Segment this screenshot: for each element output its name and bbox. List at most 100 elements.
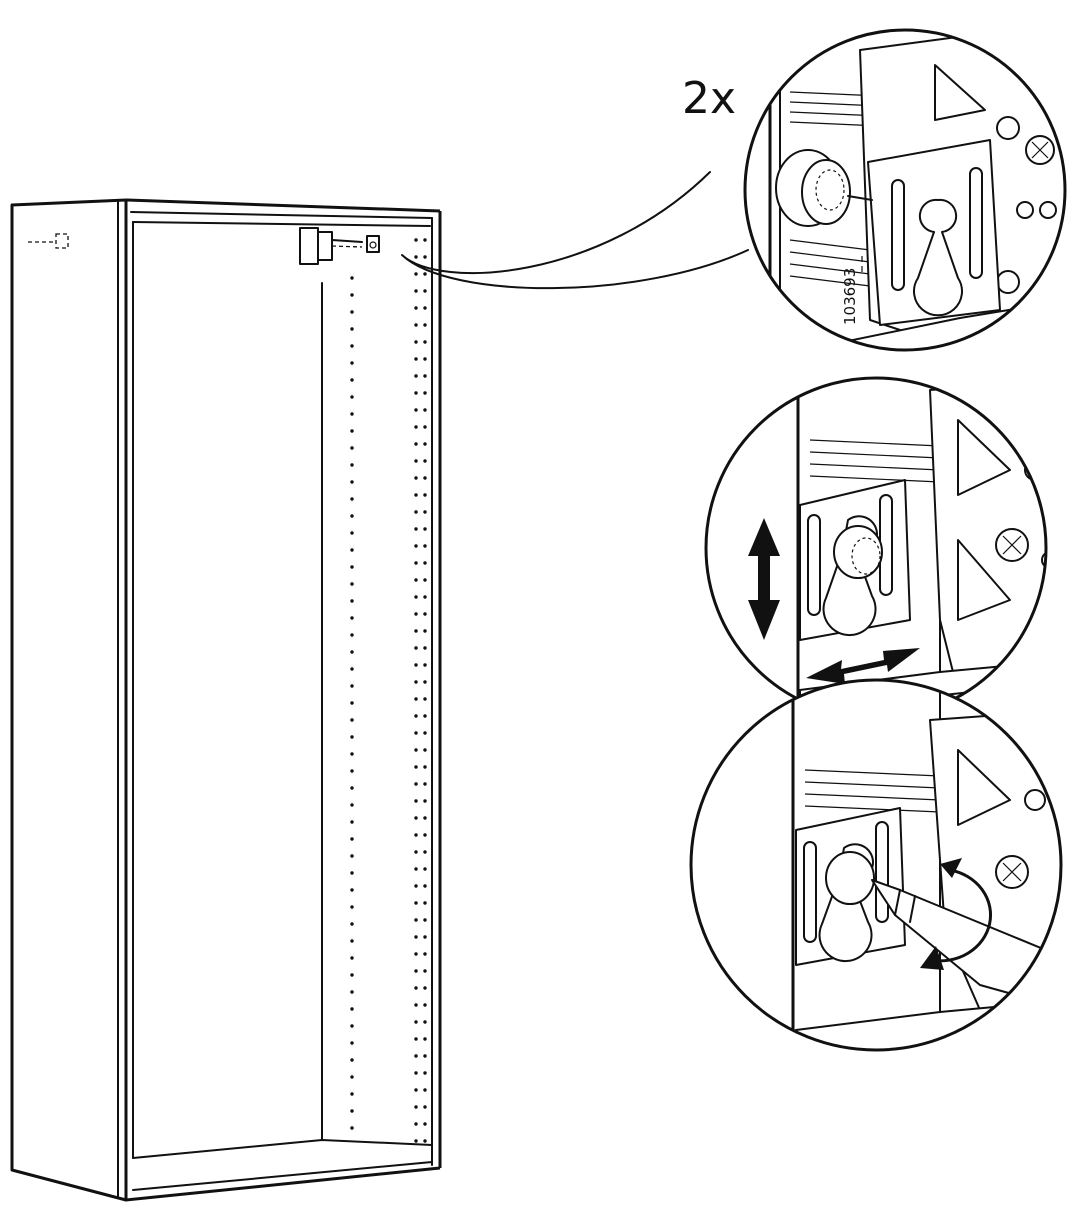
shelf-pin-hole: [350, 1041, 354, 1045]
shelf-pin-hole: [423, 561, 427, 565]
shelf-pin-hole: [350, 854, 354, 858]
shelf-pin-hole: [423, 663, 427, 667]
shelf-pin-hole: [350, 922, 354, 926]
shelf-pin-hole: [350, 497, 354, 501]
shelf-pin-hole: [423, 374, 427, 378]
shelf-pin-hole: [423, 629, 427, 633]
shelf-pin-hole: [423, 952, 427, 956]
shelf-pin-hole: [350, 905, 354, 909]
quantity-label: 2x: [682, 73, 736, 124]
shelf-pin-hole: [350, 310, 354, 314]
shelf-pin-hole: [423, 1020, 427, 1024]
shelf-pin-hole: [414, 1088, 418, 1092]
shelf-pin-hole: [350, 786, 354, 790]
shelf-pin-hole: [414, 1003, 418, 1007]
shelf-pin-hole: [414, 255, 418, 259]
shelf-pin-hole: [423, 748, 427, 752]
shelf-pin-hole: [414, 1122, 418, 1126]
shelf-pin-hole: [414, 1037, 418, 1041]
shelf-pin-hole: [350, 1075, 354, 1079]
shelf-pin-hole: [414, 680, 418, 684]
shelf-pin-hole: [350, 752, 354, 756]
shelf-pin-hole: [423, 544, 427, 548]
shelf-pin-hole: [423, 1088, 427, 1092]
shelf-pin-hole: [350, 1126, 354, 1130]
vertical-adjust-arrow-icon: [748, 518, 780, 640]
shelf-pin-hole: [414, 493, 418, 497]
shelf-pin-hole: [350, 293, 354, 297]
shelf-pin-hole: [423, 527, 427, 531]
shelf-pin-hole: [414, 697, 418, 701]
shelf-pin-hole: [414, 663, 418, 667]
shelf-pin-hole: [350, 412, 354, 416]
shelf-pin-hole: [423, 1139, 427, 1143]
shelf-pin-hole: [414, 1071, 418, 1075]
shelf-pin-hole: [414, 340, 418, 344]
detail-callout-pointer: [401, 171, 749, 290]
shelf-pin-hole: [350, 1058, 354, 1062]
shelf-pin-hole: [423, 1105, 427, 1109]
shelf-pin-hole: [414, 952, 418, 956]
shelf-pin-hole: [414, 833, 418, 837]
shelf-pin-hole: [414, 544, 418, 548]
shelf-pin-hole: [423, 357, 427, 361]
shelf-pin-hole: [414, 1020, 418, 1024]
shelf-pin-hole: [414, 850, 418, 854]
shelf-pin-hole: [414, 969, 418, 973]
shelf-pin-hole: [350, 582, 354, 586]
shelf-pin-hole: [414, 425, 418, 429]
shelf-pin-holes: [350, 238, 427, 1143]
shelf-pin-hole: [423, 442, 427, 446]
shelf-pin-hole: [423, 969, 427, 973]
shelf-pin-hole: [350, 276, 354, 280]
shelf-pin-hole: [350, 616, 354, 620]
shelf-pin-hole: [423, 595, 427, 599]
shelf-pin-hole: [423, 289, 427, 293]
shelf-pin-hole: [414, 1105, 418, 1109]
shelf-pin-hole: [350, 548, 354, 552]
shelf-pin-hole: [414, 1054, 418, 1058]
shelf-pin-hole: [423, 799, 427, 803]
shelf-pin-hole: [350, 633, 354, 637]
shelf-pin-hole: [423, 884, 427, 888]
shelf-pin-hole: [350, 361, 354, 365]
shelf-pin-hole: [350, 650, 354, 654]
shelf-pin-hole: [414, 561, 418, 565]
shelf-pin-hole: [350, 956, 354, 960]
shelf-pin-hole: [423, 459, 427, 463]
shelf-pin-hole: [350, 480, 354, 484]
shelf-pin-hole: [423, 901, 427, 905]
shelf-pin-hole: [414, 459, 418, 463]
shelf-pin-hole: [414, 714, 418, 718]
shelf-pin-hole: [350, 463, 354, 467]
shelf-pin-hole: [414, 816, 418, 820]
shelf-pin-hole: [423, 323, 427, 327]
shelf-pin-hole: [423, 680, 427, 684]
shelf-pin-hole: [423, 765, 427, 769]
shelf-pin-hole: [423, 476, 427, 480]
shelf-pin-hole: [423, 255, 427, 259]
shelf-pin-hole: [414, 935, 418, 939]
shelf-pin-hole: [350, 837, 354, 841]
shelf-pin-hole: [350, 514, 354, 518]
shelf-pin-hole: [423, 340, 427, 344]
shelf-pin-hole: [423, 935, 427, 939]
shelf-pin-hole: [414, 476, 418, 480]
shelf-pin-hole: [350, 939, 354, 943]
shelf-pin-hole: [414, 238, 418, 242]
shelf-pin-hole: [423, 1037, 427, 1041]
shelf-pin-hole: [414, 357, 418, 361]
shelf-pin-hole: [350, 667, 354, 671]
shelf-pin-hole: [423, 697, 427, 701]
shelf-pin-hole: [423, 918, 427, 922]
shelf-pin-hole: [350, 599, 354, 603]
detail-view-adjust-position: [704, 376, 1048, 720]
shelf-pin-hole: [414, 527, 418, 531]
shelf-pin-hole: [423, 646, 427, 650]
shelf-pin-hole: [414, 306, 418, 310]
shelf-pin-hole: [350, 1007, 354, 1011]
shelf-pin-hole: [414, 731, 418, 735]
shelf-pin-hole: [350, 1024, 354, 1028]
shelf-pin-hole: [350, 973, 354, 977]
